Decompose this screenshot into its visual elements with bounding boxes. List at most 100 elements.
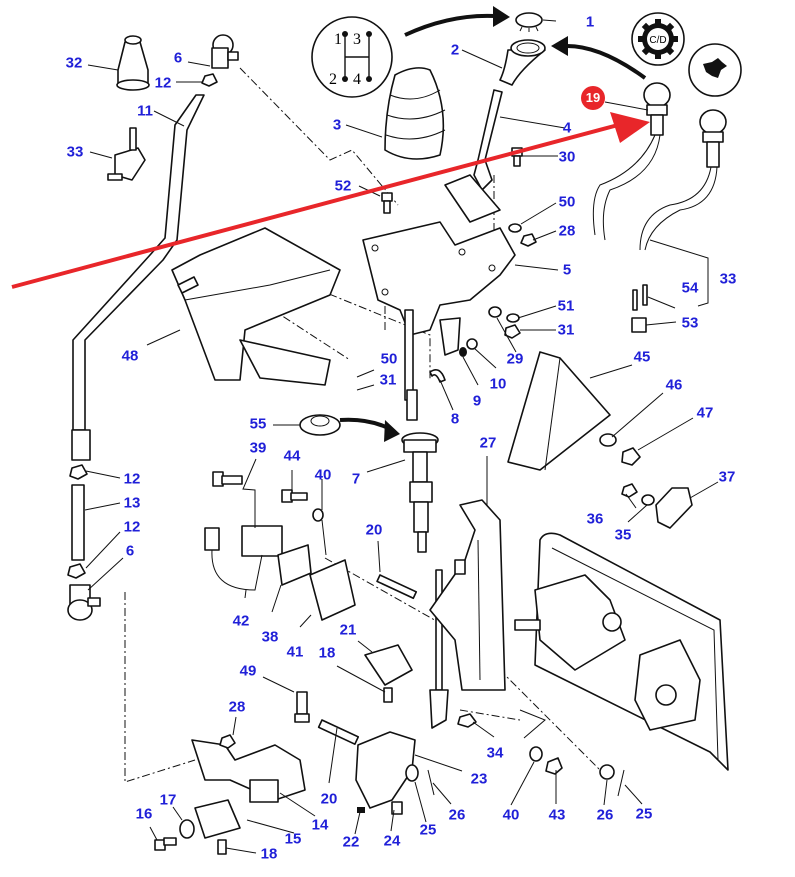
callout-33-left[interactable]: 33 (66, 143, 84, 161)
callout-26-left[interactable]: 26 (448, 806, 466, 824)
callout-27[interactable]: 27 (479, 434, 497, 452)
callout-12-top[interactable]: 12 (154, 74, 172, 92)
callout-35[interactable]: 35 (614, 526, 632, 544)
part-knob-2 (499, 39, 546, 86)
nut-28 (219, 734, 236, 749)
block-21 (364, 644, 413, 686)
bracket-41 (309, 559, 356, 621)
callout-42[interactable]: 42 (232, 612, 250, 630)
part-boot-32 (116, 35, 150, 91)
gear-1-text: 1 (334, 31, 342, 48)
callout-18-bottom[interactable]: 18 (260, 845, 278, 863)
callout-6-bottom[interactable]: 6 (125, 542, 135, 560)
callout-15[interactable]: 15 (284, 830, 302, 848)
callout-46[interactable]: 46 (665, 376, 683, 394)
callout-38[interactable]: 38 (261, 628, 279, 646)
callout-55[interactable]: 55 (249, 415, 267, 433)
clip-37 (655, 487, 693, 529)
callout-47[interactable]: 47 (696, 404, 714, 422)
callout-43[interactable]: 43 (548, 806, 566, 824)
nipple-18b (217, 839, 227, 855)
callout-1[interactable]: 1 (585, 13, 595, 31)
callout-24[interactable]: 24 (383, 832, 401, 850)
callout-28-top[interactable]: 28 (558, 222, 576, 240)
callout-50-right[interactable]: 50 (558, 193, 576, 211)
leader-19 (604, 101, 649, 111)
callout-23[interactable]: 23 (470, 770, 488, 788)
callout-2[interactable]: 2 (450, 41, 460, 59)
callout-8[interactable]: 8 (450, 410, 460, 428)
callout-3[interactable]: 3 (332, 116, 342, 134)
callout-32[interactable]: 32 (65, 54, 83, 72)
callout-4[interactable]: 4 (562, 119, 572, 137)
gear-2-text: 2 (329, 71, 337, 88)
threaded-rod-13 (71, 484, 85, 561)
part-bracket-5 (362, 221, 516, 356)
callout-31-left[interactable]: 31 (379, 371, 397, 389)
callout-6-top[interactable]: 6 (173, 49, 183, 67)
callout-45[interactable]: 45 (633, 348, 651, 366)
callout-40-bottom[interactable]: 40 (502, 806, 520, 824)
part-switch-42 (204, 525, 283, 591)
callout-10[interactable]: 10 (489, 375, 507, 393)
nut-12-low (67, 563, 86, 579)
bolt-52 (381, 192, 393, 214)
callout-11[interactable]: 11 (137, 102, 153, 120)
callout-22[interactable]: 22 (342, 833, 360, 851)
callout-25-right[interactable]: 25 (635, 805, 653, 823)
sleeve-15 (194, 799, 241, 839)
callout-5[interactable]: 5 (562, 261, 572, 279)
callout-20-top[interactable]: 20 (365, 521, 383, 539)
callout-51[interactable]: 51 (557, 297, 575, 315)
callout-33-right[interactable]: 33 (719, 270, 737, 288)
callout-21[interactable]: 21 (339, 621, 357, 639)
part-bracket-33 (107, 127, 146, 181)
part-balljoint-6-bottom (67, 584, 101, 621)
callout-7[interactable]: 7 (351, 470, 361, 488)
callout-14[interactable]: 14 (311, 816, 329, 834)
callout-12-low[interactable]: 12 (123, 518, 141, 536)
part-switch-twin (639, 109, 727, 251)
callout-16[interactable]: 16 (135, 805, 153, 823)
yoke-23 (355, 731, 416, 809)
callout-17[interactable]: 17 (159, 791, 177, 809)
callout-39[interactable]: 39 (249, 439, 267, 457)
callout-54[interactable]: 54 (681, 279, 699, 297)
callout-18-top[interactable]: 18 (318, 644, 336, 662)
callout-41[interactable]: 41 (286, 643, 304, 661)
part-boot-3 (384, 67, 446, 160)
nipple-18 (383, 687, 393, 703)
callout-36[interactable]: 36 (586, 510, 604, 528)
callout-34[interactable]: 34 (486, 744, 504, 762)
hare-speed-icon (688, 43, 742, 97)
pin-20b (317, 719, 360, 745)
part-connector-53 (631, 317, 647, 333)
part-rod-11 (71, 94, 205, 461)
callout-13[interactable]: 13 (123, 494, 141, 512)
callout-52[interactable]: 52 (334, 177, 352, 195)
leader-lines (84, 19, 719, 854)
callout-48[interactable]: 48 (121, 347, 139, 365)
gear-4-text: 4 (353, 71, 361, 88)
callout-25-left[interactable]: 25 (419, 821, 437, 839)
washer-40b (529, 746, 543, 762)
callout-53[interactable]: 53 (681, 314, 699, 332)
callout-30[interactable]: 30 (558, 148, 576, 166)
callout-50-left[interactable]: 50 (380, 350, 398, 368)
callout-12-mid[interactable]: 12 (123, 470, 141, 488)
callout-44[interactable]: 44 (283, 447, 301, 465)
callout-26-right[interactable]: 26 (596, 806, 614, 824)
callout-9[interactable]: 9 (472, 392, 482, 410)
callout-28-bottom[interactable]: 28 (228, 698, 246, 716)
bolt-44 (281, 489, 308, 503)
callout-20-bottom[interactable]: 20 (320, 790, 338, 808)
callout-19-highlighted[interactable]: 19 (581, 86, 605, 110)
callout-37[interactable]: 37 (718, 468, 736, 486)
part-lever-27 (429, 499, 506, 691)
callout-29[interactable]: 29 (506, 350, 524, 368)
callout-31-right[interactable]: 31 (557, 321, 575, 339)
washer-25a (405, 764, 419, 782)
callout-40-top[interactable]: 40 (314, 466, 332, 484)
callout-49[interactable]: 49 (239, 662, 257, 680)
